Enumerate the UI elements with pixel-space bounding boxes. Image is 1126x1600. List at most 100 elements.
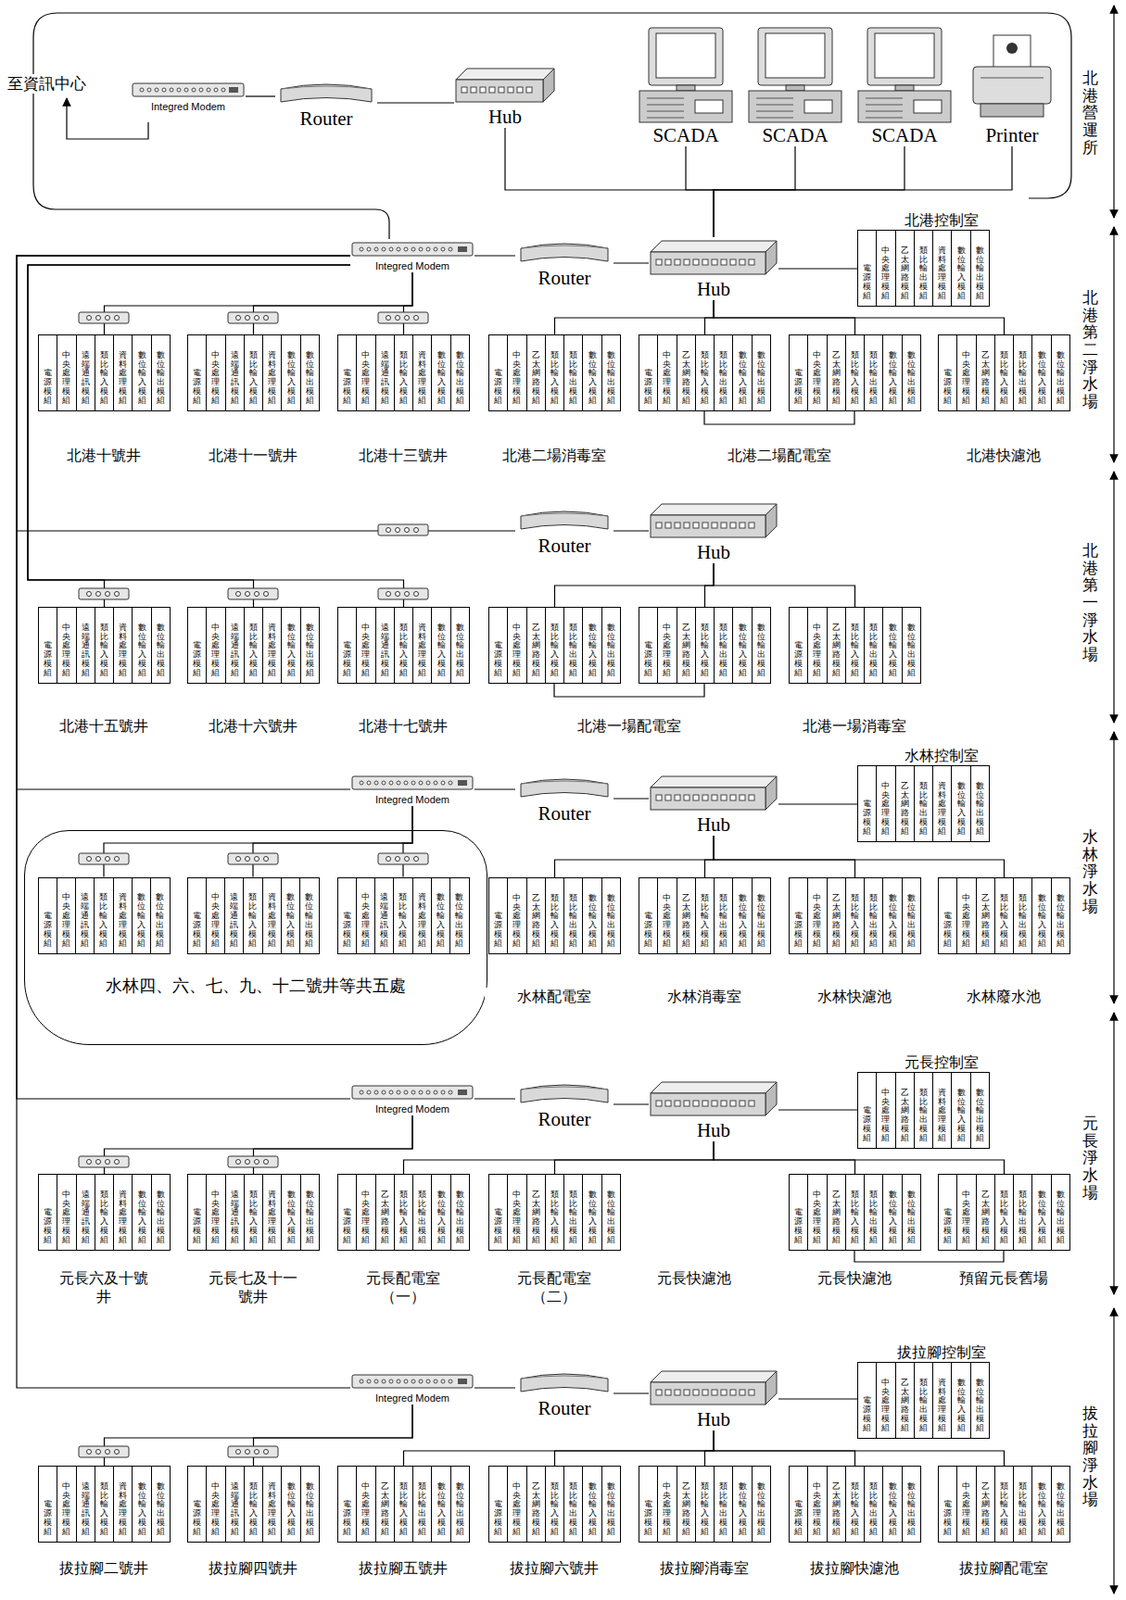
module-slot: 遠端通訊模組: [376, 607, 395, 684]
module-slot: 數位輸出模組: [902, 878, 921, 954]
modem-port: [457, 780, 468, 786]
module-slot: 資料處理模組: [263, 607, 282, 684]
module-label: 數位輸出模組: [455, 1190, 465, 1246]
network-link: [613, 262, 649, 264]
modem-icon: [350, 1371, 475, 1392]
modem-port: [457, 1379, 468, 1385]
module-slot: 電源模組: [489, 1467, 508, 1543]
scada-workstation: SCADA: [637, 25, 734, 147]
module-slot: 電源模組: [789, 607, 809, 684]
network-link: [16, 255, 351, 1100]
module-label: 乙太網路模組: [531, 894, 541, 949]
network-link: [555, 1141, 715, 1175]
module-label: 數位輸入模組: [437, 351, 446, 406]
router-body: [520, 1374, 608, 1392]
hub-port: [711, 795, 718, 801]
module-label: 類比輸入模組: [248, 893, 257, 949]
modem-device: Integred Modem: [350, 239, 475, 273]
module-slot: 電源模組: [188, 607, 207, 684]
hub-port: [702, 1390, 709, 1396]
network-link: [253, 806, 413, 878]
module-label: 數位輸出模組: [304, 893, 314, 949]
module-label: 數位輸入模組: [738, 351, 747, 406]
module-label: 類比輸入模組: [550, 623, 559, 679]
module-slot: 數位輸出模組: [301, 607, 319, 684]
modem-led: [374, 1090, 379, 1095]
device-label: Integred Modem: [350, 1102, 475, 1116]
module-slot: 數位輸入模組: [281, 878, 301, 954]
network-link: [27, 265, 351, 608]
hub-port: [702, 522, 709, 529]
hub-side: [765, 240, 777, 275]
modem-led: [366, 247, 371, 252]
router-edge: [520, 1087, 608, 1090]
module-slot: 資料處理模組: [413, 607, 432, 684]
module-label: 中央處理模組: [881, 782, 890, 837]
network-link: [403, 806, 413, 878]
hub-port: [702, 795, 709, 801]
module-label: 資料處理模組: [267, 1482, 277, 1538]
hub-port: [674, 1390, 681, 1396]
hub-device: Hub: [648, 237, 779, 301]
module-label: 類比輸入模組: [249, 623, 258, 679]
module-slot: 數位輸出模組: [151, 878, 169, 954]
network-link: [404, 272, 414, 335]
hub-side: [765, 1371, 777, 1405]
module-slot: 類比輸出模組: [1013, 1175, 1033, 1251]
module-label: 類比輸入模組: [398, 893, 407, 949]
module-label: 數位輸入模組: [888, 1190, 898, 1246]
rtu-rack: 電源模組中央處理模組乙太網路模組類比輸入模組類比輸出模組數位輸入模組數位輸出模組: [488, 1466, 621, 1544]
band-label: 拔拉腳淨水場: [1082, 1404, 1099, 1509]
module-label: 類比輸入模組: [999, 894, 1009, 949]
hub-front: [650, 1093, 766, 1116]
hub-port: [739, 259, 746, 266]
module-label: 資料處理模組: [937, 782, 947, 837]
module-slot: 中央處理模組: [657, 335, 677, 411]
hub-top: [455, 68, 555, 80]
module-slot: 電源模組: [789, 878, 809, 954]
module-label: 類比輸入模組: [249, 1482, 258, 1538]
modem-led: [389, 1379, 393, 1384]
site-label: 拔拉腳配電室: [934, 1559, 1074, 1579]
module-label: 類比輸出模組: [919, 1379, 928, 1434]
module-slot: 中央處理模組: [356, 878, 376, 954]
modem-led: [381, 1090, 386, 1095]
module-slot: 電源模組: [938, 1467, 958, 1543]
module-label: 資料處理模組: [417, 623, 427, 679]
site-label: 北港十一號井: [183, 446, 323, 466]
module-label: 類比輸出模組: [1018, 894, 1027, 949]
device-label: Hub: [648, 1119, 779, 1142]
hub-port: [674, 1100, 681, 1107]
module-label: 乙太網路模組: [531, 1190, 541, 1246]
module-slot: 電源模組: [858, 1363, 877, 1439]
module-label: 中央處理模組: [512, 1190, 521, 1246]
router-edge: [520, 245, 608, 249]
module-slot: 資料處理模組: [933, 1363, 952, 1439]
module-label: 中央處理模組: [512, 894, 521, 949]
router-icon: [515, 237, 614, 267]
module-label: 電源模組: [794, 911, 803, 949]
printer-icon: [965, 25, 1059, 125]
module-slot: 數位輸入模組: [431, 1175, 451, 1251]
device-label: Router: [515, 1397, 614, 1420]
site-label: 拔拉腳二號井: [34, 1559, 174, 1579]
module-slot: 乙太網路模組: [896, 1363, 915, 1439]
printer-device: Printer: [965, 25, 1059, 147]
module-slot: 類比輸入模組: [545, 335, 565, 411]
module-label: 中央處理模組: [961, 351, 971, 406]
network-link: [713, 835, 856, 878]
hub-port: [674, 259, 681, 266]
router-edge: [520, 1376, 608, 1380]
module-label: 乙太網路模組: [981, 1190, 990, 1246]
module-label: 類比輸入模組: [850, 894, 860, 949]
hub-port: [721, 795, 727, 801]
scada-icon: [746, 25, 844, 125]
router-body: [280, 84, 372, 102]
module-label: 類比輸入模組: [249, 351, 258, 406]
module-slot: 數位輸出模組: [301, 335, 319, 411]
network-link: [713, 146, 796, 238]
module-slot: 類比輸出模組: [914, 766, 934, 842]
modem-led: [214, 88, 218, 92]
router-body: [520, 779, 608, 798]
rtu-rack: 電源模組中央處理模組遠端通訊模組類比輸入模組資料處理模組數位輸入模組數位輸出模組: [37, 1174, 171, 1252]
